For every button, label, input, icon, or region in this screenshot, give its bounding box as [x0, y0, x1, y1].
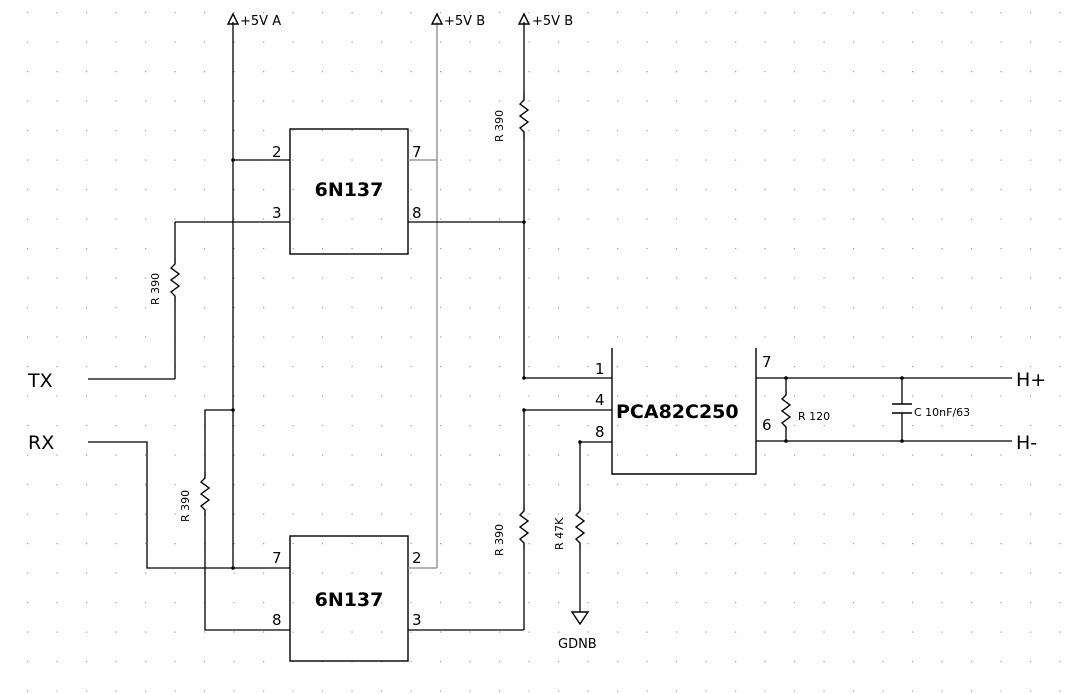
resistor-47k [574, 442, 586, 612]
signal-rx: RX [28, 432, 54, 454]
resistor-bottom-label: R 390 [493, 524, 506, 556]
power-label-b2: +5V B [532, 14, 573, 29]
ground-label: GDNB [558, 637, 597, 652]
signal-hplus: H+ [1016, 369, 1046, 391]
transceiver-pin-1: 1 [595, 360, 605, 378]
resistor-47k-label: R 47K [553, 517, 566, 550]
opto-bottom-name: 6N137 [315, 589, 384, 611]
resistor-rx-label: R 390 [179, 490, 192, 522]
resistor-120 [780, 378, 792, 441]
signal-tx: TX [27, 370, 53, 392]
ground-icon [570, 611, 590, 626]
transceiver-name: PCA82C250 [616, 401, 739, 423]
junctions [231, 158, 904, 570]
power-rail-b2 [517, 12, 531, 92]
opto-top-pin-3: 3 [272, 204, 282, 222]
opto-top-pin-2: 2 [272, 143, 282, 161]
opto-bottom-pin-7: 7 [272, 549, 282, 567]
power-rail-b1 [430, 12, 444, 568]
opto-top [289, 128, 409, 255]
opto-top-name: 6N137 [315, 179, 384, 201]
transceiver-pin-4: 4 [595, 391, 605, 409]
opto-top-pin-7: 7 [412, 143, 422, 161]
capacitor [892, 378, 912, 441]
transceiver-pin-7: 7 [762, 353, 772, 371]
power-label-a: +5V A [240, 14, 281, 29]
opto-top-pin-8: 8 [412, 204, 422, 222]
opto-bottom-pin-2: 2 [412, 549, 422, 567]
capacitor-label: C 10nF/63 [914, 406, 970, 419]
opto-bottom-pin-3: 3 [412, 611, 422, 629]
resistor-tx [169, 222, 181, 379]
resistor-tx-label: R 390 [149, 273, 162, 305]
opto-bottom-pin-8: 8 [272, 611, 282, 629]
resistor-120-label: R 120 [798, 410, 830, 423]
power-label-b1: +5V B [444, 14, 485, 29]
resistor-rx [199, 409, 290, 631]
transceiver-chip [611, 348, 757, 475]
wire-rx [88, 441, 233, 569]
transceiver-pin-8: 8 [595, 423, 605, 441]
signal-hminus: H- [1016, 432, 1037, 454]
resistor-top-label: R 390 [493, 110, 506, 142]
resistor-top [518, 92, 530, 378]
power-rail-a [226, 12, 240, 568]
opto-bottom [289, 535, 409, 662]
transceiver-pin-6: 6 [762, 416, 772, 434]
